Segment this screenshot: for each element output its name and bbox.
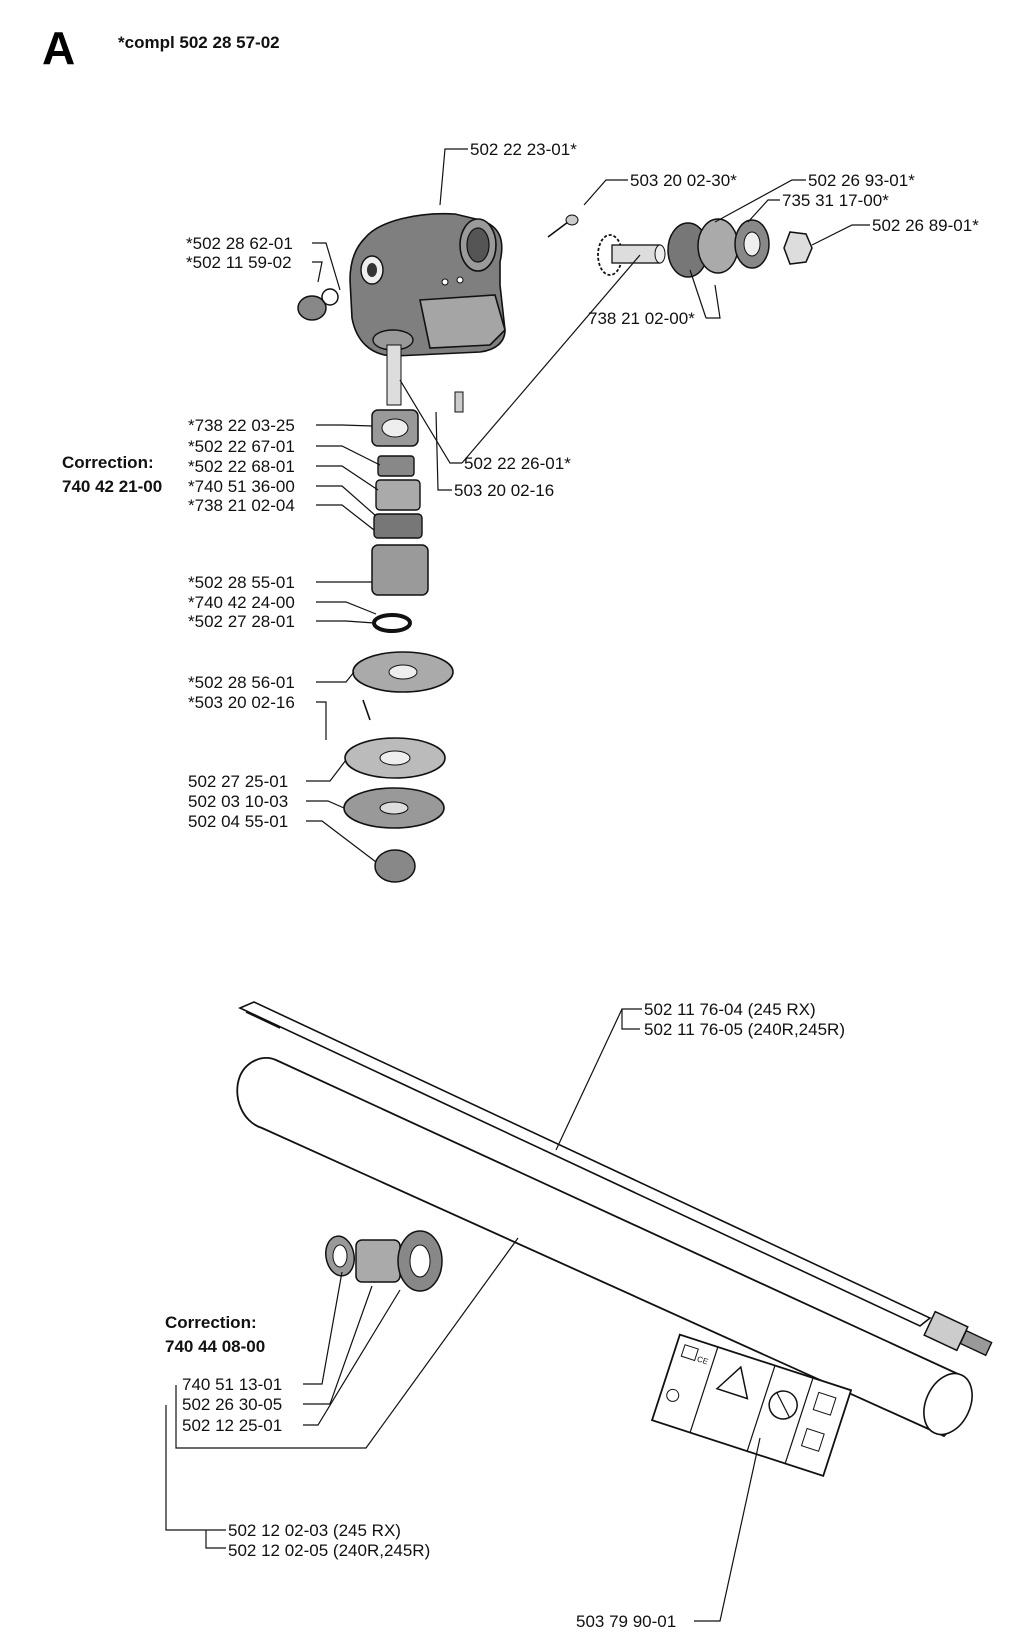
section-letter: A: [42, 22, 75, 74]
label-ring-a: *502 22 67-01: [188, 437, 295, 456]
label-screw-top: 503 20 02-30*: [630, 171, 737, 190]
tube-fittings: [325, 1230, 443, 1292]
label-seal: 740 51 13-01: [182, 1375, 282, 1394]
label-housing: 502 22 23-01*: [470, 140, 577, 159]
label-tube-r: 502 12 02-05 (240R,245R): [228, 1541, 430, 1560]
label-drive-shaft-rx: 502 11 76-04 (245 RX): [644, 1000, 816, 1019]
label-plug: *502 28 62-01: [186, 234, 293, 253]
gearhead-housing: [349, 212, 506, 357]
label-bearing-a: *738 22 03-25: [188, 416, 295, 435]
drive-shaft-part: [238, 1001, 993, 1357]
safety-decal: CE: [650, 1333, 853, 1477]
label-guard-flange: *502 28 56-01: [188, 673, 295, 692]
label-bushing: 502 26 30-05: [182, 1395, 282, 1414]
label-nut-right: 502 26 89-01*: [872, 216, 979, 235]
label-tube-rx: 502 12 02-03 (245 RX): [228, 1521, 401, 1540]
label-bearing-b: *738 21 02-04: [188, 496, 295, 515]
label-screw-flange: *503 20 02-16: [188, 693, 295, 712]
correction-bottom-number: 740 44 08-00: [165, 1337, 265, 1356]
correction-bottom-title: Correction:: [165, 1313, 257, 1332]
shaft-tube-part: [236, 1057, 973, 1438]
shaft-callouts: 502 11 76-04 (245 RX) 502 11 76-05 (240R…: [165, 1000, 845, 1631]
boots-icon: [800, 1427, 825, 1452]
no-entry-icon: [666, 1388, 680, 1402]
label-bearing-right: 735 31 17-00*: [782, 191, 889, 210]
label-bearing-cover: 502 26 93-01*: [808, 171, 915, 190]
gearhead-callouts: 502 22 23-01* 503 20 02-30* 502 26 93-01…: [186, 140, 979, 863]
label-oring: *502 11 59-02: [186, 253, 292, 272]
label-seal-a: *740 51 36-00: [188, 477, 295, 496]
label-drive-shaft-r: 502 11 76-05 (240R,245R): [644, 1020, 845, 1039]
label-nut-bottom: 502 04 55-01: [188, 812, 288, 831]
label-pinion: 738 21 02-00*: [588, 309, 695, 328]
label-ring-b: *502 22 68-01: [188, 457, 295, 476]
warning-triangle-icon: [715, 1365, 749, 1400]
label-drive-disc: 502 03 10-03: [188, 792, 288, 811]
label-ring: 502 12 25-01: [182, 1416, 282, 1435]
label-washer-b: *502 27 28-01: [188, 612, 295, 631]
label-washer-a: *740 42 24-00: [188, 593, 295, 612]
label-spindle: 502 22 26-01*: [464, 454, 571, 473]
correction-top-number: 740 42 21-00: [62, 477, 162, 496]
rotation-icon: [768, 1390, 798, 1420]
ce-mark-icon: CE: [696, 1354, 709, 1366]
book-icon: [680, 1344, 699, 1362]
pinion-part: [597, 234, 666, 276]
correction-top-title: Correction:: [62, 453, 154, 472]
top-screw-part: [547, 214, 579, 238]
right-bearing-part: [667, 218, 813, 278]
header-note: *compl 502 28 57-02: [118, 33, 280, 52]
label-decal: 503 79 90-01: [576, 1612, 676, 1631]
gloves-icon: [812, 1391, 837, 1416]
label-screw-side: 503 20 02-16: [454, 481, 554, 500]
spindle-stack: [343, 329, 464, 883]
label-support-cup: 502 27 25-01: [188, 772, 288, 791]
label-sleeve: *502 28 55-01: [188, 573, 295, 592]
plug-part: [297, 288, 339, 321]
